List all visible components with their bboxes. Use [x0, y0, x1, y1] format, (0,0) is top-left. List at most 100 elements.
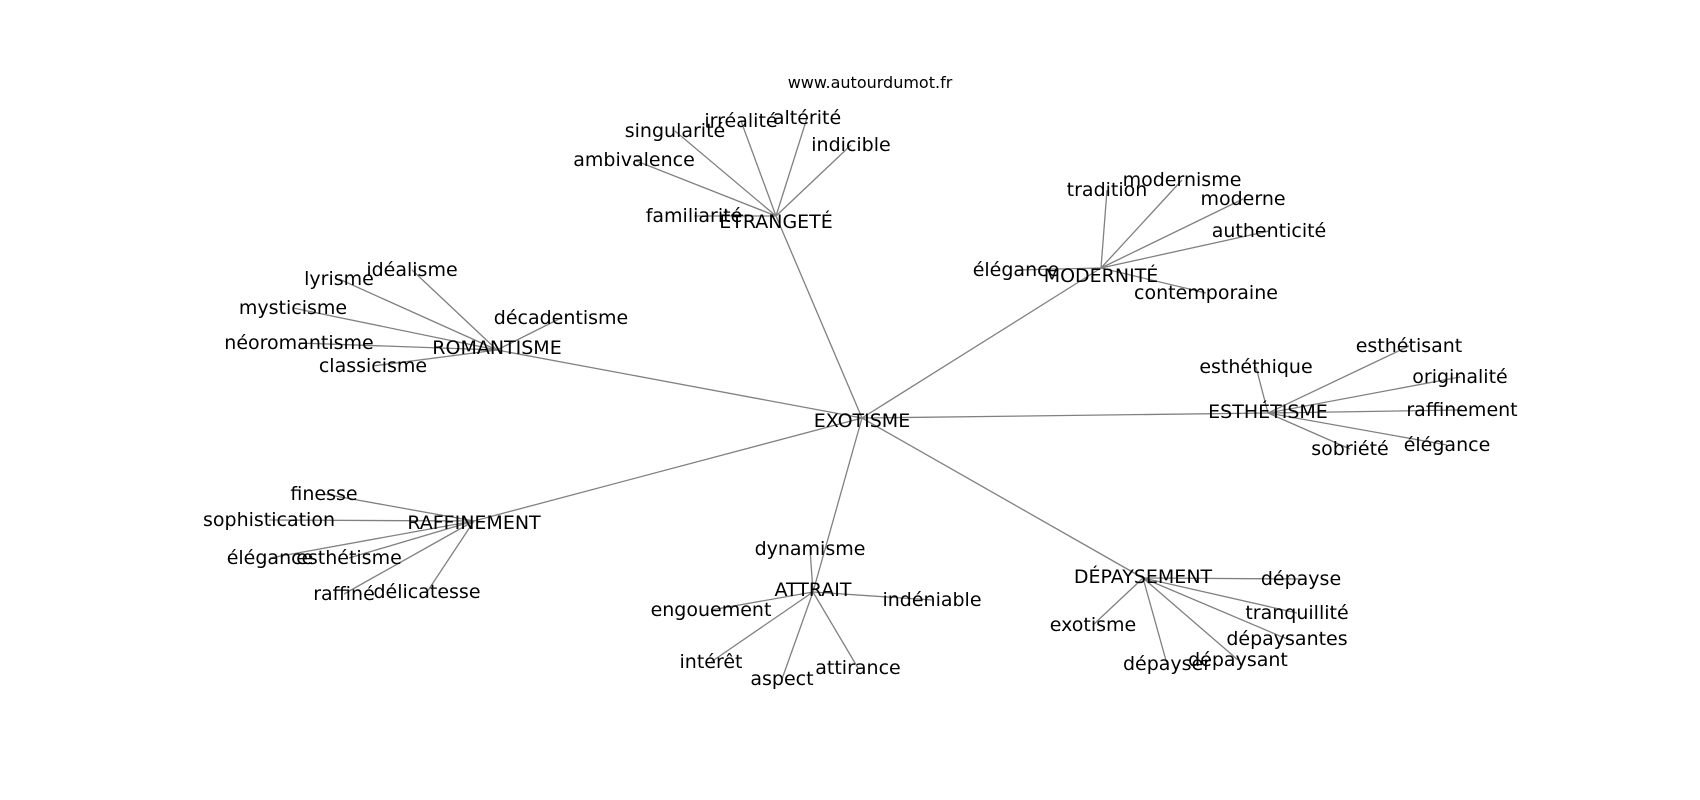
edge-attrait-4 — [781, 591, 814, 680]
word-node-raffinement-2: élégance — [227, 547, 314, 569]
edge-etrangete-0 — [674, 130, 777, 217]
word-node-depaysement-4: dépaysant — [1188, 649, 1288, 671]
word-node-attrait-4: aspect — [750, 668, 813, 690]
word-node-modernite-3: authenticité — [1212, 220, 1327, 242]
edge-center-raffinement — [473, 417, 863, 522]
edge-center-attrait — [812, 417, 863, 593]
word-node-depaysement-5: dépayser — [1123, 653, 1211, 675]
edge-attrait-2 — [812, 591, 933, 601]
word-node-romantisme-1: lyrisme — [304, 268, 374, 290]
edge-raffinement-2 — [269, 520, 475, 559]
hub-node-romantisme: ROMANTISME — [432, 337, 561, 359]
edge-romantisme-3 — [496, 317, 562, 351]
edge-etrangete-3 — [775, 144, 852, 217]
edge-depaysement-4 — [1142, 577, 1239, 661]
word-node-modernite-5: contemporaine — [1134, 282, 1278, 304]
edge-attrait-5 — [812, 591, 859, 669]
word-node-raffinement-5: délicatesse — [373, 581, 480, 603]
edge-modernite-1 — [1100, 179, 1183, 269]
word-node-raffinement-3: esthétisme — [296, 547, 402, 569]
word-node-etrangete-5: familiarité — [646, 205, 743, 227]
edge-depaysement-3 — [1142, 577, 1288, 640]
word-node-etrangete-4: ambivalence — [573, 149, 695, 171]
edge-raffinement-1 — [268, 519, 475, 522]
hub-node-depaysement: DÉPAYSEMENT — [1074, 565, 1213, 588]
edge-depaysement-2 — [1092, 577, 1144, 626]
word-node-etrangete-1: irréalité — [704, 110, 777, 132]
word-node-etrangete-0: singularité — [625, 120, 725, 142]
word-node-modernite-0: tradition — [1067, 179, 1148, 201]
word-node-depaysement-3: dépaysantes — [1226, 628, 1347, 650]
graph-labels: EXOTISME ÉTRANGETÉ singularitéirréalitéalt… — [203, 107, 1518, 690]
edge-depaysement-5 — [1142, 577, 1168, 665]
word-node-modernite-1: modernisme — [1123, 169, 1242, 191]
edge-romantisme-2 — [292, 307, 498, 351]
hub-node-raffinement: RAFFINEMENT — [407, 512, 541, 534]
hub-node-etrangete: ÉTRANGETÉ — [719, 210, 833, 233]
word-node-etrangete-2: altérité — [773, 107, 841, 129]
edge-esthetisme-0 — [1255, 366, 1269, 414]
word-node-romantisme-2: mysticisme — [239, 297, 347, 319]
center-node: EXOTISME — [814, 410, 910, 432]
edge-raffinement-5 — [426, 520, 475, 593]
edge-esthetisme-3 — [1267, 409, 1463, 414]
word-node-esthetisme-2: originalité — [1412, 366, 1507, 388]
graph-edges — [268, 117, 1463, 680]
word-node-depaysement-2: exotisme — [1050, 614, 1136, 636]
word-node-etrangete-3: indicible — [811, 134, 890, 156]
word-node-attrait-5: attirance — [815, 657, 900, 679]
edge-center-esthetisme — [861, 412, 1269, 419]
edge-center-etrangete — [775, 215, 863, 419]
word-node-romantisme-3: décadentisme — [494, 307, 628, 329]
edge-center-depaysement — [861, 417, 1144, 579]
edge-romantisme-4 — [298, 342, 498, 351]
edge-raffinement-0 — [323, 493, 475, 522]
edge-raffinement-4 — [343, 520, 475, 595]
edge-etrangete-2 — [775, 117, 808, 217]
word-node-esthetisme-3: raffinement — [1406, 399, 1517, 421]
edge-esthetisme-4 — [1267, 412, 1448, 446]
edge-modernite-0 — [1100, 189, 1108, 269]
word-node-romantisme-4: néoromantisme — [224, 332, 373, 354]
edge-modernite-3 — [1100, 230, 1270, 269]
hub-node-modernite: MODERNITÉ — [1044, 264, 1159, 287]
edge-romantisme-5 — [372, 349, 498, 367]
edge-attrait-1 — [710, 591, 814, 611]
edge-romantisme-1 — [338, 278, 498, 351]
word-node-attrait-3: intérêt — [680, 651, 743, 673]
word-node-modernite-2: moderne — [1200, 188, 1285, 210]
word-node-raffinement-4: raffiné — [313, 583, 375, 605]
hub-node-esthetisme: ESTHÉTISME — [1208, 400, 1328, 423]
word-node-depaysement-0: dépayse — [1261, 568, 1341, 590]
word-node-attrait-0: dynamisme — [755, 538, 866, 560]
word-node-esthetisme-1: esthétisant — [1356, 335, 1463, 357]
word-node-esthetisme-5: sobriété — [1311, 438, 1389, 460]
edge-depaysement-1 — [1142, 577, 1298, 614]
watermark: www.autourdumot.fr — [788, 73, 953, 92]
word-node-depaysement-1: tranquillité — [1245, 602, 1348, 624]
word-node-attrait-2: indéniable — [882, 589, 981, 611]
word-node-romantisme-0: idéalisme — [366, 259, 457, 281]
edge-modernite-4 — [1015, 267, 1102, 271]
word-node-esthetisme-4: élégance — [1404, 434, 1491, 456]
word-node-modernite-4: élégance — [973, 259, 1060, 281]
edge-etrangete-4 — [633, 159, 777, 217]
edge-etrangete-1 — [740, 120, 777, 217]
word-node-romantisme-5: classicisme — [319, 355, 427, 377]
edge-attrait-3 — [710, 591, 814, 663]
word-node-raffinement-0: finesse — [290, 483, 357, 505]
edge-modernite-2 — [1100, 198, 1244, 269]
edge-attrait-0 — [809, 548, 814, 593]
edge-center-modernite — [861, 267, 1102, 419]
word-node-raffinement-1: sophistication — [203, 509, 335, 531]
edge-esthetisme-1 — [1267, 345, 1410, 414]
edge-depaysement-0 — [1142, 577, 1302, 580]
edge-center-romantisme — [496, 349, 863, 419]
edge-esthetisme-2 — [1267, 376, 1461, 414]
word-node-esthetisme-0: esthéthique — [1199, 356, 1312, 378]
edge-esthetisme-5 — [1267, 412, 1351, 450]
edge-modernite-5 — [1100, 267, 1207, 294]
edge-raffinement-3 — [348, 520, 475, 559]
word-node-attrait-1: engouement — [651, 599, 772, 621]
